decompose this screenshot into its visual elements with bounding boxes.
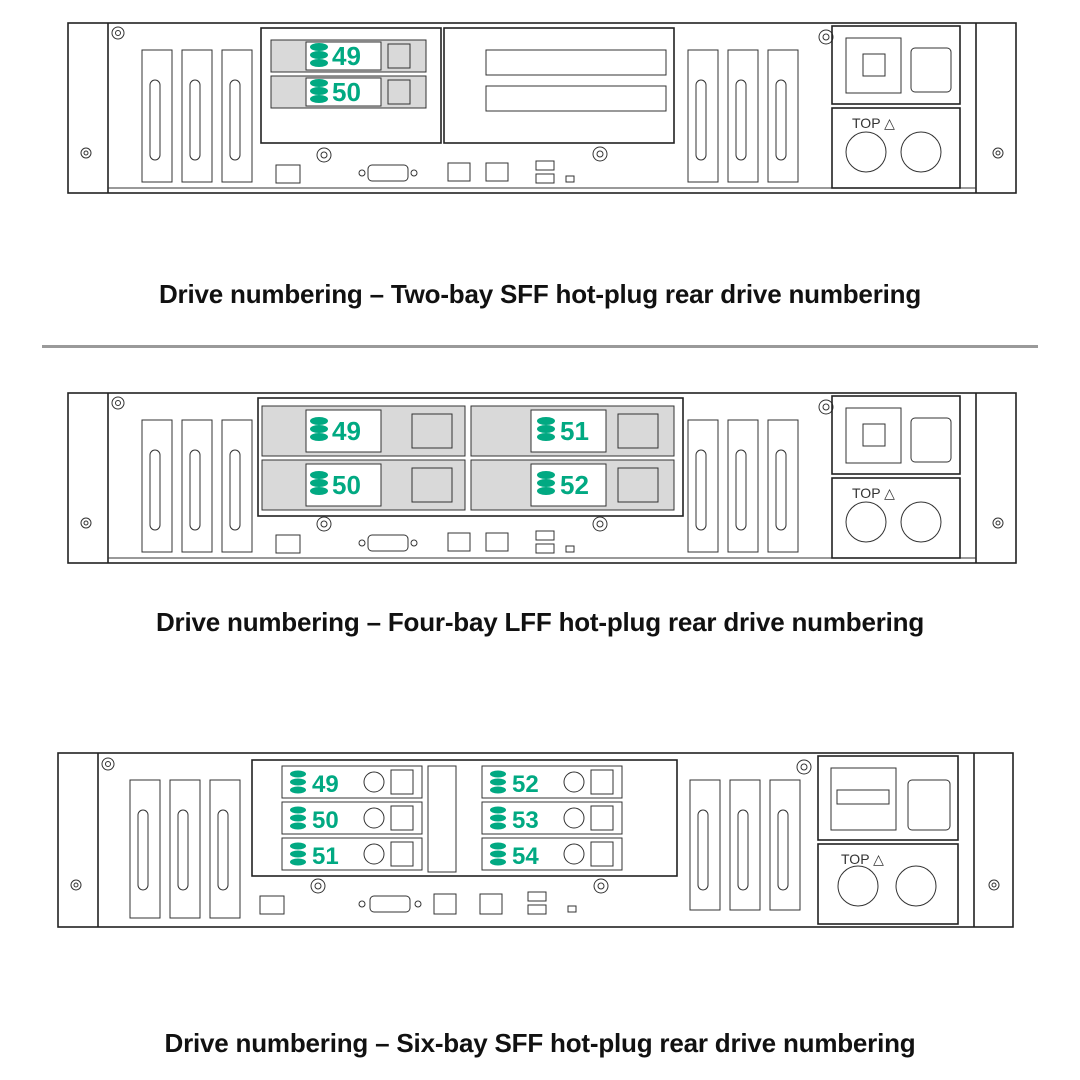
server-rear-diagram-four-bay: 49 50 51 52 xyxy=(66,390,1026,570)
power-supply-upper xyxy=(831,395,961,475)
psu-top-label: TOP △ xyxy=(852,485,895,501)
rj45-port-icon xyxy=(275,164,301,184)
rj45-port-icon xyxy=(485,162,509,182)
drive-bay-49: 49 xyxy=(281,765,423,799)
power-inlet-icon xyxy=(910,417,952,463)
drive-number-label: 50 xyxy=(332,470,361,500)
drive-stack-icon xyxy=(537,417,555,441)
diagram-caption-six-bay: Drive numbering – Six-bay SFF hot-plug r… xyxy=(164,1028,916,1058)
usb-port-icon xyxy=(535,543,555,554)
vga-port-icon xyxy=(358,895,422,913)
server-rear-diagram-six-bay: 49 50 51 52 xyxy=(56,750,1026,932)
usb-port-icon xyxy=(527,904,547,915)
drive-number-label: 50 xyxy=(332,77,361,107)
pcie-slots-right xyxy=(687,49,799,183)
drive-stack-icon xyxy=(310,417,328,441)
drive-number-label: 51 xyxy=(312,843,339,870)
drive-number-label: 49 xyxy=(312,771,339,798)
psu-top-label: TOP △ xyxy=(852,115,895,131)
rj45-port-icon xyxy=(275,534,301,554)
usb-port-icon xyxy=(535,160,555,171)
server-rear-diagram-two-bay: 49 50 TOP xyxy=(66,20,1026,200)
drive-bay-50: 50 xyxy=(270,75,427,109)
power-inlet-icon xyxy=(910,47,952,93)
drive-bay-51: 51 xyxy=(470,405,675,457)
drive-stack-icon xyxy=(537,471,555,495)
drive-bay-52: 52 xyxy=(470,459,675,511)
drive-bay-50: 50 xyxy=(281,801,423,835)
drive-stack-icon xyxy=(290,770,306,794)
power-supply-lower: TOP △ xyxy=(817,843,959,925)
drive-bay-49: 49 xyxy=(270,39,427,73)
rj45-port-icon xyxy=(479,893,503,915)
usb-port-icon xyxy=(535,173,555,184)
pcie-slots-left xyxy=(141,419,253,553)
drive-number-label: 50 xyxy=(312,807,339,834)
power-supply-lower: TOP △ xyxy=(831,477,961,559)
vga-port-icon xyxy=(358,534,418,552)
vga-port-icon xyxy=(358,164,418,182)
pcie-slots-right xyxy=(687,419,799,553)
drive-bay-51: 51 xyxy=(281,837,423,871)
rj45-port-icon xyxy=(447,532,471,552)
power-supply-upper xyxy=(817,755,959,841)
rj45-port-icon xyxy=(259,895,285,915)
drive-stack-icon xyxy=(490,842,506,866)
pcie-slots-left xyxy=(141,49,253,183)
usb-port-icon xyxy=(535,530,555,541)
drive-number-label: 54 xyxy=(512,843,539,870)
rj45-port-icon xyxy=(433,893,457,915)
drive-bay-53: 53 xyxy=(481,801,623,835)
drive-stack-icon xyxy=(490,806,506,830)
usb-port-icon xyxy=(527,891,547,902)
drive-number-label: 49 xyxy=(332,41,361,71)
drive-stack-icon xyxy=(490,770,506,794)
drive-stack-icon xyxy=(290,806,306,830)
power-supply-lower: TOP △ xyxy=(831,107,961,189)
section-divider xyxy=(42,345,1038,348)
pcie-slots-right xyxy=(689,779,801,911)
psu-top-label: TOP △ xyxy=(841,851,884,867)
drive-bay-54: 54 xyxy=(481,837,623,871)
drive-number-label: 52 xyxy=(560,470,589,500)
drive-stack-icon xyxy=(310,471,328,495)
rj45-port-icon xyxy=(485,532,509,552)
drive-bay-50: 50 xyxy=(261,459,466,511)
drive-number-label: 53 xyxy=(512,807,539,834)
drive-number-label: 52 xyxy=(512,771,539,798)
power-supply-upper xyxy=(831,25,961,105)
drive-stack-icon xyxy=(310,43,328,67)
drive-bay-52: 52 xyxy=(481,765,623,799)
rj45-port-icon xyxy=(447,162,471,182)
drive-number-label: 49 xyxy=(332,416,361,446)
drive-bay-49: 49 xyxy=(261,405,466,457)
drive-cage-led-panel xyxy=(427,765,457,873)
power-inlet-icon xyxy=(907,779,951,831)
diagram-caption-two-bay: Drive numbering – Two-bay SFF hot-plug r… xyxy=(158,279,922,309)
drive-stack-icon xyxy=(310,79,328,103)
pcie-slots-left xyxy=(129,779,241,919)
drive-stack-icon xyxy=(290,842,306,866)
diagram-caption-four-bay: Drive numbering – Four-bay LFF hot-plug … xyxy=(155,607,925,637)
drive-number-label: 51 xyxy=(560,416,589,446)
